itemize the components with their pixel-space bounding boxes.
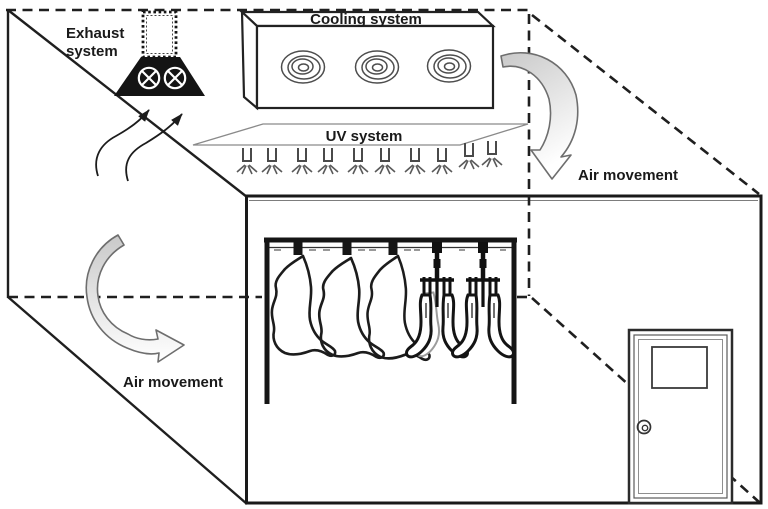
uv-system-label: UV system xyxy=(326,128,403,145)
uv-lamp-icon xyxy=(291,147,313,175)
air-movement-left-label: Air movement xyxy=(123,374,223,391)
meat-rack xyxy=(264,237,517,404)
exhaust-fan-icon xyxy=(163,66,187,90)
exhaust-system-label-line1: Exhaust xyxy=(66,25,124,42)
uv-lamp-icon xyxy=(236,147,258,175)
ceiling-right-edge-dashed xyxy=(531,13,760,196)
exhaust-airflow-arrows xyxy=(95,109,183,182)
door-panel-inner xyxy=(638,339,723,494)
exhaust-duct xyxy=(141,10,178,59)
door-panel xyxy=(633,334,728,499)
ceiling-left-edge xyxy=(7,9,248,198)
cooling-unit-side xyxy=(240,9,259,111)
air-movement-right-label: Air movement xyxy=(578,167,678,184)
airflow-arrow-icon xyxy=(95,109,150,177)
exhaust-duct-inner xyxy=(146,15,173,54)
door xyxy=(627,328,734,505)
uv-panel xyxy=(192,123,529,146)
uv-lamp-icon xyxy=(458,142,480,170)
exhaust-system: Exhaust system xyxy=(66,10,205,182)
cooling-system: Cooling system xyxy=(239,9,496,111)
door-knob-center xyxy=(641,424,649,432)
room-outline xyxy=(6,8,531,505)
air-movement-right: Air movement xyxy=(500,51,678,184)
air-movement-left: Air movement xyxy=(85,234,223,391)
door-window xyxy=(651,346,708,389)
uv-lamp-icon xyxy=(374,147,396,175)
air-movement-arrow-icon xyxy=(85,234,185,363)
uv-lamp-icon xyxy=(481,140,503,168)
uv-system: UV system xyxy=(192,123,529,175)
uv-lamps xyxy=(236,140,503,175)
uv-lamp-icon xyxy=(317,147,339,175)
cooling-system-label: Cooling system xyxy=(310,11,422,28)
airflow-arrow-icon xyxy=(125,113,183,182)
exhaust-fan-icon xyxy=(137,66,161,90)
uv-lamp-icon xyxy=(347,147,369,175)
air-movement-arrow-icon xyxy=(500,51,579,180)
uv-lamp-icon xyxy=(261,147,283,175)
uv-lamp-icon xyxy=(431,147,453,175)
door-knob-icon xyxy=(636,419,652,435)
exhaust-system-label-line2: system xyxy=(66,43,118,60)
cooling-unit-front xyxy=(255,24,495,110)
rail-trolleys xyxy=(274,242,506,255)
uv-lamp-icon xyxy=(404,147,426,175)
floor-left-edge xyxy=(7,296,248,505)
